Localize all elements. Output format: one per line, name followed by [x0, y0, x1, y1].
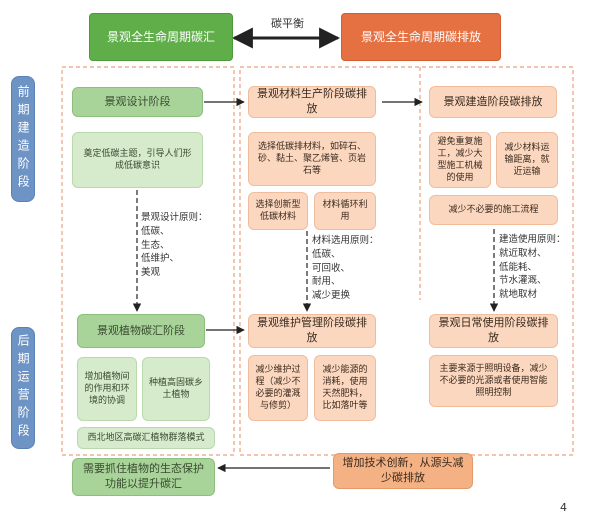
conclusion-box: 需要抓住植物的生态保护功能以提升碳汇	[72, 458, 215, 496]
stage-early: 前期建造阶段	[11, 76, 35, 202]
carbon-sink-header: 景观全生命周期碳汇	[89, 13, 233, 61]
plant-item-a: 增加植物间的作用和环境的协调	[77, 357, 137, 421]
carbon-sink-frame	[61, 66, 235, 456]
carbon-emission-header: 景观全生命周期碳排放	[341, 13, 501, 61]
stage-late: 后期运营阶段	[11, 327, 35, 449]
material-recycle-box: 材料循环利用	[314, 192, 376, 230]
material-principle-text: 材料选用原则： 低碳、 可回收、 耐用、 减少更换	[312, 235, 379, 302]
innovation-box: 增加技术创新，从源头减少碳排放	[333, 453, 473, 489]
daily-desc-box: 主要来源于照明设备，减少不必要的光源或者使用智能照明控制	[429, 355, 558, 407]
design-principle-text: 景观设计原则： 低碳、 生态、 低维护、 美观	[141, 212, 208, 279]
material-desc-box: 选择低碳排材料，如碎石、砂、黏土、聚乙烯管、页岩石等	[248, 132, 376, 186]
construct-item-c: 减少不必要的施工流程	[429, 195, 558, 225]
emission-frame	[239, 66, 574, 456]
design-desc-box: 奠定低碳主题，引导人们形成低碳意识	[72, 132, 203, 188]
balance-label: 碳平衡	[271, 17, 304, 30]
construct-stage-box: 景观建造阶段碳排放	[429, 86, 557, 118]
page-number: 4	[560, 501, 567, 514]
plant-item-b: 种植高固碳乡土植物	[142, 357, 210, 421]
construct-item-b: 减少材料运输距离，就近运输	[496, 132, 558, 188]
material-stage-box: 景观材料生产阶段碳排放	[248, 86, 376, 118]
material-new-box: 选择创新型低碳材料	[248, 192, 308, 230]
daily-stage-box: 景观日常使用阶段碳排放	[429, 314, 558, 348]
design-stage-box: 景观设计阶段	[72, 87, 203, 117]
construct-principle-text: 建造使用原则： 就近取材、 低能耗、 节水灌溉、 就地取材	[499, 234, 566, 301]
maintain-stage-box: 景观维护管理阶段碳排放	[248, 314, 376, 348]
maintain-item-b: 减少能源的消耗，使用天然肥料，比如落叶等	[314, 355, 376, 421]
plant-item-c: 西北地区高碳汇植物群落模式	[77, 427, 215, 449]
plant-stage-box: 景观植物碳汇阶段	[77, 314, 205, 348]
maintain-item-a: 减少维护过程（减少不必要的灌溉与修剪）	[248, 355, 308, 421]
construct-item-a: 避免重复施工，减少大型施工机械的使用	[429, 132, 491, 188]
